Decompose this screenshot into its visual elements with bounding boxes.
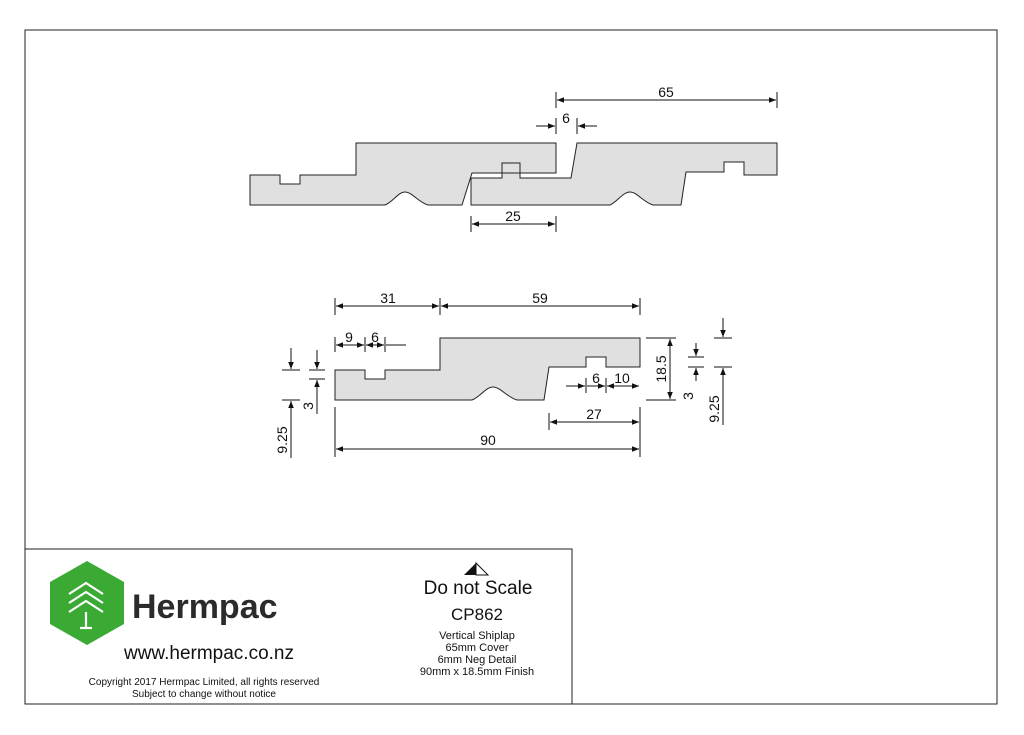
- profile-board: [334, 337, 641, 401]
- title-block: Hermpac www.hermpac.co.nz Copyright 2017…: [24, 548, 573, 705]
- dim-right-height: 9.25: [706, 395, 722, 422]
- dim-right-step: 59: [532, 290, 548, 306]
- dim-groove-width: 6: [371, 329, 379, 345]
- dim-overlap: 25: [505, 208, 521, 224]
- profile-view: 31 59 9 6 90 27 6 10 18.5: [274, 290, 732, 458]
- description-line: 90mm x 18.5mm Finish: [420, 666, 534, 678]
- tree-icon: [68, 581, 104, 630]
- dim-gap: 6: [562, 110, 570, 126]
- dim-cover: 65: [658, 84, 674, 100]
- hermpac-logo: [50, 561, 124, 645]
- dim-right-depth: 3: [680, 392, 696, 400]
- website-link[interactable]: www.hermpac.co.nz: [123, 643, 294, 664]
- scale-triangle-icon: [464, 561, 490, 576]
- notice-text: Subject to change without notice: [132, 689, 276, 700]
- assembly-right-board: [470, 142, 778, 206]
- dim-thickness: 18.5: [653, 355, 669, 382]
- dim-groove-offset: 9: [345, 329, 353, 345]
- dim-left-depth: 3: [300, 402, 316, 410]
- dim-left-height: 9.25: [274, 426, 290, 453]
- assembly-view: 65 6 25: [249, 84, 778, 232]
- dim-right-groove-offset: 10: [614, 370, 630, 386]
- assembly-left-board: [249, 142, 557, 206]
- product-code: CP862: [451, 605, 503, 624]
- brand-name: Hermpac: [132, 588, 278, 626]
- copyright-text: Copyright 2017 Hermpac Limited, all righ…: [89, 677, 320, 688]
- description-line: Vertical Shiplap: [439, 630, 515, 642]
- description-line: 6mm Neg Detail: [438, 654, 517, 666]
- dim-left-step: 31: [380, 290, 396, 306]
- dim-tongue-length: 27: [586, 406, 602, 422]
- scale-note: Do not Scale: [424, 578, 533, 599]
- dim-right-groove-width: 6: [592, 370, 600, 386]
- description-line: 65mm Cover: [446, 642, 509, 654]
- dim-overall-width: 90: [480, 432, 496, 448]
